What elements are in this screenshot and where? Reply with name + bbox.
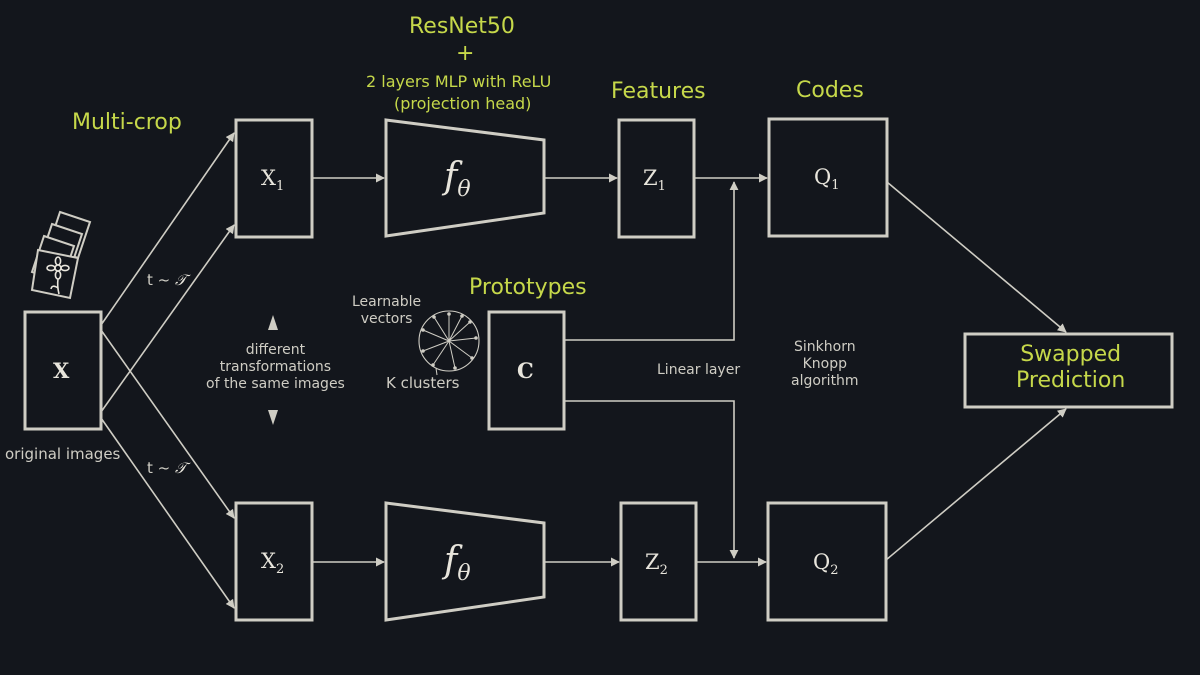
x1-sub: 1: [275, 179, 285, 194]
z2-sub: 2: [659, 563, 668, 578]
encoder-top-shape: [384, 118, 546, 238]
learnable-line2: vectors: [360, 310, 413, 327]
x-main-label: X: [53, 358, 70, 383]
multicrop-title: Multi-crop: [72, 110, 182, 135]
down-arrow-icon: [268, 410, 278, 425]
features-title: Features: [611, 79, 706, 104]
arrow-c-to-top: [564, 181, 739, 341]
f-bottom-sub: θ: [457, 561, 471, 586]
encoder-bottom-label: fθ: [444, 539, 471, 587]
z1-label: Z1: [643, 166, 666, 195]
z2-label: Z2: [645, 550, 668, 579]
swapped-prediction-label: Swapped Prediction: [1016, 342, 1125, 395]
sinkhorn-line1: Sinkhorn: [794, 339, 856, 355]
arrow-x-to-x1-a: [100, 132, 235, 326]
arrow-x-to-x2-b: [100, 417, 235, 609]
image-stack-icon: [30, 210, 92, 300]
sinkhorn-label: Sinkhorn Knopp algorithm: [791, 339, 859, 389]
k-clusters-label: K clusters: [386, 374, 460, 392]
learnable-vectors-label: Learnable vectors: [352, 294, 421, 328]
q1-text: Q: [814, 165, 832, 189]
t-bottom-text: t ~: [147, 459, 175, 477]
resnet-mlp-label: 2 layers MLP with ReLU: [366, 72, 552, 91]
t-top-text: t ~: [147, 271, 175, 289]
different-transformations-label: different transformations of the same im…: [206, 342, 345, 392]
arrow-x-to-x2-a: [100, 329, 235, 519]
x2-label: X2: [261, 549, 284, 578]
q2-box: [766, 501, 888, 622]
c-box: [487, 310, 566, 431]
q2-label: Q2: [813, 550, 839, 579]
z1-text: Z: [643, 166, 658, 190]
up-arrow-icon: [268, 315, 278, 330]
different-line2: transformations: [219, 358, 332, 375]
t-bottom-symbol: 𝒯: [175, 459, 187, 477]
arrow-q2-to-swapped: [885, 408, 1067, 561]
different-line3: of the same images: [206, 375, 345, 392]
resnet-title: ResNet50: [409, 14, 515, 39]
swapped-prediction-box: [963, 332, 1174, 409]
encoder-top-label: fθ: [444, 155, 471, 203]
original-images-label: original images: [5, 445, 121, 463]
x1-label: X1: [261, 166, 284, 195]
swapped-line2: Prediction: [1016, 368, 1126, 394]
resnet-plus: +: [456, 41, 475, 66]
q1-box: [767, 117, 889, 238]
f-top-sub: θ: [457, 177, 471, 202]
transform-bottom-label: t ~ 𝒯: [147, 459, 187, 477]
sinkhorn-line2: Knopp: [802, 355, 847, 372]
transform-top-label: t ~ 𝒯: [147, 271, 187, 289]
cluster-vectors-icon: [418, 310, 480, 376]
arrow-c-to-bottom: [564, 400, 739, 559]
arrow-q1-to-swapped: [886, 181, 1067, 333]
x-main-box: [23, 310, 103, 431]
different-line1: different: [245, 342, 306, 358]
projection-head-label: (projection head): [394, 94, 532, 113]
x2-text: X: [261, 549, 276, 573]
c-label: C: [517, 358, 534, 383]
arrow-x-to-x1-b: [100, 224, 235, 413]
f-bottom-text: f: [444, 540, 458, 581]
linear-layer-label: Linear layer: [657, 362, 741, 378]
z2-text: Z: [645, 550, 660, 574]
x1-text: X: [261, 166, 276, 190]
x2-sub: 2: [275, 562, 285, 577]
q2-sub: 2: [830, 563, 839, 578]
learnable-line1: Learnable: [352, 294, 422, 310]
prototypes-title: Prototypes: [469, 275, 587, 300]
z1-sub: 1: [657, 179, 666, 194]
t-top-symbol: 𝒯: [175, 271, 187, 289]
f-top-text: f: [444, 156, 458, 197]
q1-label: Q1: [814, 165, 840, 194]
codes-title: Codes: [796, 78, 864, 103]
encoder-bottom-shape: [384, 501, 546, 622]
q2-text: Q: [813, 550, 831, 574]
swapped-line1: Swapped: [1020, 342, 1122, 367]
sinkhorn-line3: algorithm: [791, 372, 859, 389]
q1-sub: 1: [831, 178, 840, 193]
